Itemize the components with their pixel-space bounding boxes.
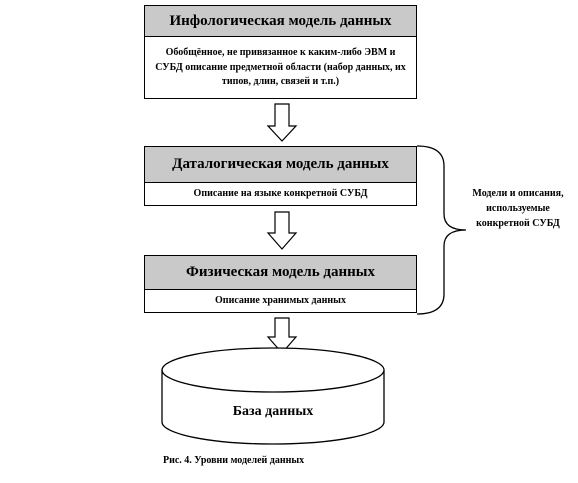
physical-model-title: Физическая модель данных [145,256,416,290]
grouping-brace [416,145,467,315]
datalogical-model-title: Даталогическая модель данных [145,147,416,183]
datalogical-model-box: Даталогическая модель данных Описание на… [144,146,417,206]
infological-model-box: Инфологическая модель данных Обобщённое,… [144,5,417,99]
infological-model-title: Инфологическая модель данных [145,6,416,37]
infological-model-description: Обобщённое, не привязанное к каким-либо … [155,47,406,88]
physical-model-description: Описание хранимых данных [215,295,346,307]
arrow-datalogical-to-physical [266,211,298,250]
figure-caption: Рис. 4. Уровни моделей данных [163,455,305,466]
arrow-infological-to-datalogical [266,103,298,142]
side-note: Модели и описания, используемые конкретн… [472,188,564,229]
database-label: База данных [232,404,314,419]
physical-model-box: Физическая модель данных Описание храним… [144,255,417,313]
database-cylinder [161,347,385,445]
datalogical-model-description: Описание на языке конкретной СУБД [193,188,368,200]
arrow-physical-to-database [266,317,298,354]
